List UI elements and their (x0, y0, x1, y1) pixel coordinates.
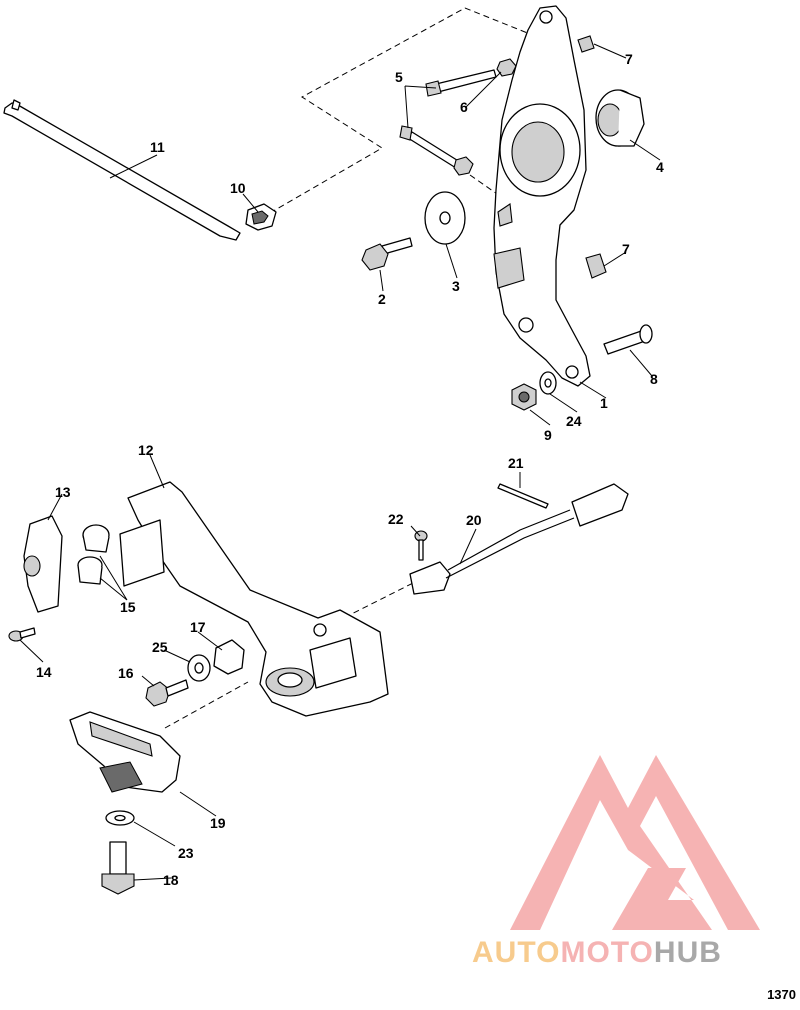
callout-7-lower: 7 (622, 241, 630, 257)
callout-24: 24 (566, 413, 582, 429)
part-5-bolt-upper (425, 69, 497, 97)
part-11-rod (3, 99, 241, 241)
part-13-plate (23, 515, 63, 613)
callout-2: 2 (378, 291, 386, 307)
part-21-pin (497, 483, 549, 509)
callout-20: 20 (466, 512, 482, 528)
callout-11: 11 (150, 139, 165, 155)
part-15-bushing-a (82, 524, 110, 553)
callout-22: 22 (388, 511, 404, 527)
leader-lines (19, 43, 661, 881)
callout-5: 5 (395, 69, 403, 85)
callout-6: 6 (460, 99, 468, 115)
part-14-screw (8, 627, 36, 642)
part-25-washer (187, 654, 211, 682)
callout-labels: 1 2 3 4 5 6 7 7 8 9 10 11 12 13 14 15 16… (36, 51, 664, 888)
assembly-dashed-line-nut (469, 174, 501, 197)
part-2-bolt (361, 237, 413, 271)
part-5-bolt-lower (399, 125, 461, 169)
part-9-nut (511, 383, 537, 411)
callout-3: 3 (452, 278, 460, 294)
part-19-shift-bracket (69, 711, 181, 793)
part-20-switch-harness (409, 483, 629, 595)
callout-25: 25 (152, 639, 168, 655)
part-16-bolt (145, 679, 189, 707)
callout-12: 12 (138, 442, 154, 458)
part-6-nut-upper (496, 58, 517, 77)
part-7-bushing-upper (577, 35, 595, 53)
part-4-roller (595, 89, 645, 147)
callout-17: 17 (190, 619, 206, 635)
part-18-bolt (101, 841, 135, 895)
callout-4: 4 (656, 159, 664, 175)
part-24-washer (539, 371, 557, 395)
callout-21: 21 (508, 455, 524, 471)
callout-1: 1 (600, 395, 608, 411)
callout-15: 15 (120, 599, 136, 615)
part-12-bracket (119, 481, 389, 717)
part-3-washer (424, 191, 466, 245)
callout-14: 14 (36, 664, 52, 680)
part-17-clamp (213, 639, 245, 675)
part-8-pin (603, 324, 653, 355)
part-10-clip (245, 203, 277, 231)
assembly-dashed-line-upper (269, 7, 541, 214)
callout-10: 10 (230, 180, 246, 196)
watermark-wordmark: AUTOMOTOHUB (472, 936, 722, 969)
part-1-arm (493, 5, 591, 387)
callout-18: 18 (163, 872, 179, 888)
callout-19: 19 (210, 815, 226, 831)
part-7-bushing-lower (585, 253, 607, 279)
part-6-nut-lower (453, 156, 474, 176)
callout-16: 16 (118, 665, 134, 681)
watermark-triangle-icon (510, 755, 760, 930)
part-22-screw (414, 530, 428, 561)
callout-23: 23 (178, 845, 194, 861)
callout-7-upper: 7 (625, 51, 633, 67)
assembly-dashed-line-lower-b (164, 681, 249, 729)
callout-9: 9 (544, 427, 552, 443)
part-23-washer (105, 810, 135, 826)
watermark-logo: AUTOMOTOHUB (472, 755, 760, 969)
callout-8: 8 (650, 371, 658, 387)
figure-number: 1370 (767, 987, 796, 1002)
part-15-bushing-b (77, 556, 103, 585)
callout-13: 13 (55, 484, 71, 500)
